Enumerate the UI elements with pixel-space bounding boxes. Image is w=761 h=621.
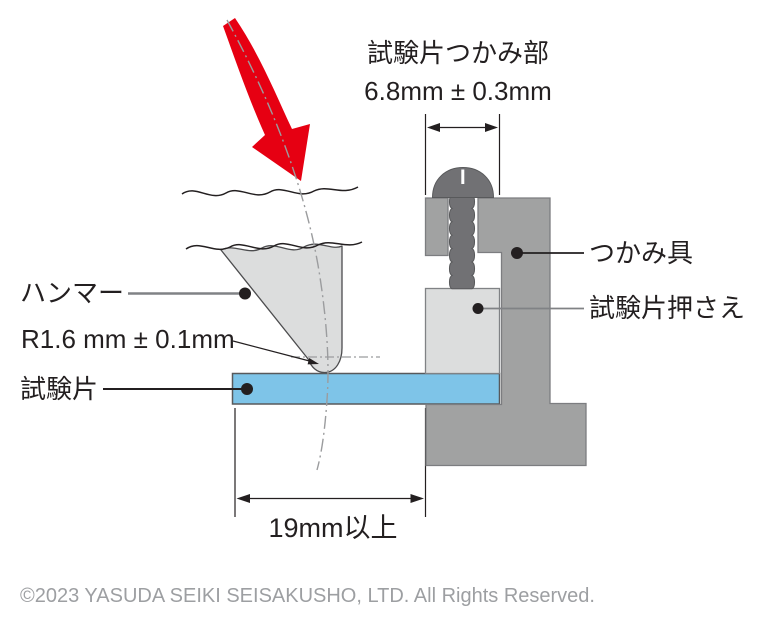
span-dimension-label: 19mm以上: [268, 513, 397, 543]
arrowhead-right-icon: [485, 123, 498, 132]
screw-shaft: [448, 194, 476, 290]
grip-body: [425, 197, 587, 467]
tip-radius-label: R1.6 mm ± 0.1mm: [21, 324, 235, 354]
dimension-grip-width: [424, 114, 501, 195]
leader-dot: [239, 287, 251, 300]
presser-block: [424, 287, 501, 375]
impact-direction-arrow-icon: [223, 18, 310, 181]
leader-lines: [103, 247, 584, 395]
specimen-presser-label: 試験片押さえ: [589, 293, 745, 323]
grip-width-title: 試験片つかみ部: [367, 38, 549, 68]
break-line-hammer-top: [185, 241, 363, 251]
arrowhead-left-icon: [427, 123, 440, 132]
specimen-label: 試験片: [20, 374, 98, 404]
arrowhead-left-icon: [236, 494, 250, 503]
grip-fixture-label: つかみ具: [589, 238, 693, 268]
break-line-upper: [181, 186, 359, 197]
copyright-text: ©2023 YASUDA SEIKI SEISAKUSHO, LTD. All …: [20, 585, 595, 607]
radius-leader-line: [232, 340, 310, 362]
specimen-bar: [231, 372, 501, 405]
hammer-label: ハンマー: [20, 278, 124, 308]
grip-width-value: 6.8mm ± 0.3mm: [364, 76, 552, 106]
grip-left-block: [424, 197, 449, 257]
swing-centerline: [226, 19, 329, 471]
radius-arrowhead-icon: [307, 358, 319, 365]
dimension-span: [234, 408, 427, 517]
leader-dot: [241, 383, 253, 395]
leader-dot: [472, 303, 484, 314]
arrowhead-right-icon: [410, 494, 424, 503]
leader-dot: [511, 247, 523, 259]
